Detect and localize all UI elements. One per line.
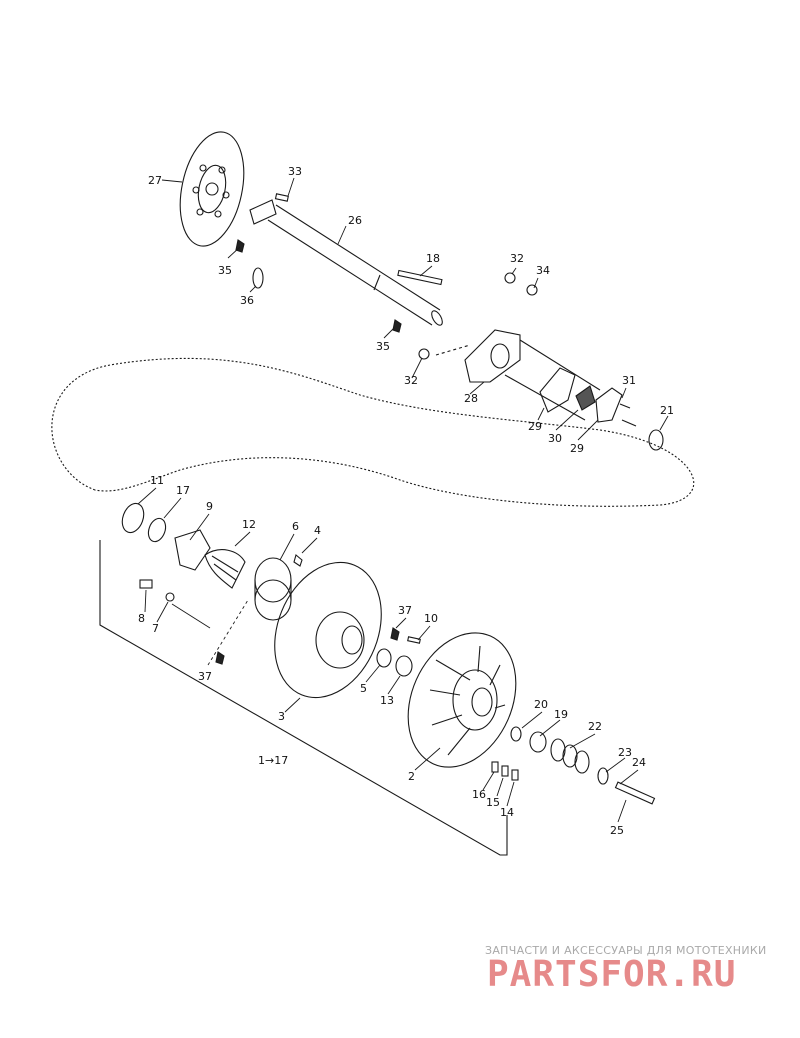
callout-34: 34 [536,264,550,277]
callout-14: 14 [500,806,514,819]
callout-13: 13 [380,694,394,707]
callout-7: 7 [152,622,159,635]
watermark-tagline: ЗАПЧАСТИ И АКСЕССУАРЫ ДЛЯ МОТОТЕХНИКИ [485,944,767,957]
leader-lines [137,177,669,823]
callout-18: 18 [426,252,440,265]
callout-4: 4 [314,524,321,537]
callout-32: 32 [510,252,524,265]
callout-23: 23 [618,746,632,759]
callout-16: 16 [472,788,486,801]
callout-10: 10 [424,612,438,625]
callout-29: 29 [570,442,584,455]
callout-25: 25 [610,824,624,837]
callout-12: 12 [242,518,256,531]
callout-3: 3 [278,710,285,723]
callout-37: 37 [198,670,212,683]
callout-26: 26 [348,214,362,227]
callout-6: 6 [292,520,299,533]
driven-pulley-assembly [121,502,656,805]
drive-belt [51,357,695,507]
callout-20: 20 [534,698,548,711]
callout-36: 36 [240,294,254,307]
callout-33: 33 [288,165,302,178]
group-bracket [99,540,508,856]
callout-35: 35 [376,340,390,353]
driven-shaft-assembly [179,131,664,451]
callout-15: 15 [486,796,500,809]
callout-37: 37 [398,604,412,617]
callout-31: 31 [622,374,636,387]
callout-27: 27 [148,174,162,187]
callout-28: 28 [464,392,478,405]
callout-labels: 27 33 26 18 32 34 35 36 35 32 28 31 21 2… [138,165,674,837]
callout-30: 30 [548,432,562,445]
callout-11: 11 [150,474,164,487]
callout-17: 17 [176,484,190,497]
callout-24: 24 [632,756,646,769]
watermark-logo: PARTSFOR.RU [487,954,737,995]
callout-5: 5 [360,682,367,695]
callout-29: 29 [528,420,542,433]
callout-19: 19 [554,708,568,721]
callout-2: 2 [408,770,415,783]
callout-1-17: 1→17 [258,754,288,767]
callout-32: 32 [404,374,418,387]
callout-22: 22 [588,720,602,733]
callout-35: 35 [218,264,232,277]
callout-21: 21 [660,404,674,417]
callout-9: 9 [206,500,213,513]
callout-8: 8 [138,612,145,625]
